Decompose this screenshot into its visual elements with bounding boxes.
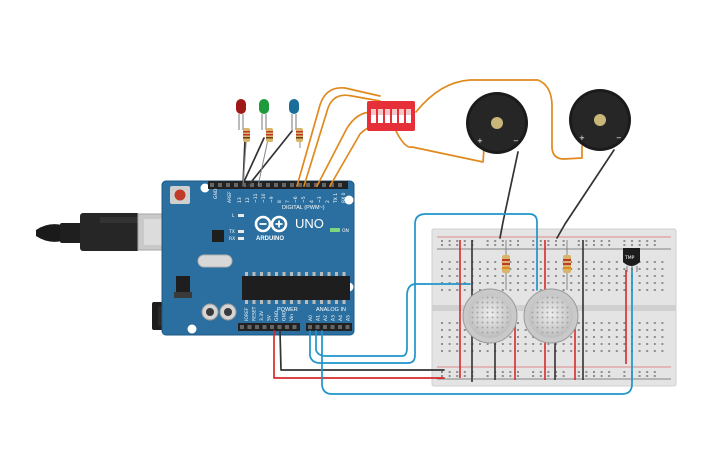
tmp-label: TMP (624, 255, 635, 261)
wire-orange-dip-1[interactable] (296, 86, 381, 187)
digital-pin-label: 12 (245, 197, 251, 203)
tx-label: TX (228, 229, 235, 235)
digital-pin-label: ~9 (269, 196, 275, 203)
wire-orange-buzzer-1[interactable] (395, 130, 485, 163)
piezo-buzzer-2[interactable]: + − (569, 89, 631, 151)
reset-button[interactable] (170, 186, 190, 204)
piezo-buzzer-1[interactable]: + − (466, 92, 528, 154)
gas-sensor-2[interactable] (523, 288, 579, 344)
wire-black-blue-led[interactable] (247, 130, 293, 187)
aref-label: AREF (227, 191, 233, 203)
svg-text:−: − (616, 134, 622, 142)
led-blue[interactable] (289, 99, 299, 130)
power-pin-label: 5V (267, 314, 273, 321)
tx-led (238, 230, 244, 233)
resistor-green-led (257, 128, 273, 187)
digital-pin-label: RX 0 (341, 192, 347, 203)
digital-label: DIGITAL (PWM~) (282, 205, 325, 211)
l-led (238, 214, 244, 217)
wire-blue-gas-2[interactable] (315, 283, 471, 357)
resistor-gas-2 (563, 240, 571, 290)
power-pin-label: Vin (289, 314, 295, 321)
wires (241, 79, 633, 395)
uno-label: UNO (295, 216, 324, 231)
wire-black-gnd[interactable] (279, 330, 445, 371)
svg-text:+: + (477, 137, 483, 145)
wire-orange-dip-3[interactable] (316, 111, 373, 187)
digital-pin-label: ~11 (253, 193, 259, 203)
svg-text:+: + (579, 134, 585, 142)
analog-in-label: ANALOG IN (316, 307, 346, 313)
wire-black-buzzer-1[interactable] (499, 151, 519, 239)
digital-pin-label: 8 (277, 200, 283, 203)
wire-orange-buzzer-2[interactable] (415, 79, 583, 160)
voltage-regulator (176, 276, 190, 296)
power-label: POWER (277, 307, 298, 313)
arduino-brand-label: ARDUINO (256, 236, 284, 242)
rx-label: RX (229, 236, 235, 242)
temperature-sensor[interactable]: TMP (623, 248, 640, 272)
power-pin-label: IOREF (244, 307, 250, 321)
wire-black-green-led[interactable] (241, 137, 265, 187)
digital-pin-holes (210, 183, 342, 187)
on-led (330, 228, 340, 232)
analog-pin-label: A1 (316, 315, 322, 321)
digital-pin-label: ~6 (293, 196, 299, 203)
wire-red-5v[interactable] (273, 330, 445, 379)
analog-pin-label: A0 (308, 315, 314, 321)
power-header (238, 323, 300, 331)
digital-pin-label: 4 (309, 200, 315, 203)
power-pin-label: 3.3V (259, 310, 265, 321)
resistor-blue-led (296, 128, 303, 148)
usb-cable (36, 213, 169, 251)
dip-switch[interactable] (367, 101, 415, 131)
power-pin-label: RESET (252, 306, 258, 321)
analog-header (306, 323, 352, 331)
capacitors (201, 303, 237, 321)
resistor-red-led (242, 128, 250, 187)
analog-pin-label: A5 (346, 315, 352, 321)
analog-pin-label: A4 (338, 315, 344, 321)
analog-pin-label: A3 (331, 315, 337, 321)
wire-orange-dip-4[interactable] (329, 125, 377, 187)
digital-pin-label: ~5 (301, 196, 307, 203)
analog-pin-label: A2 (323, 315, 329, 321)
led-red[interactable] (236, 99, 246, 130)
digital-pin-label: 7 (285, 200, 291, 203)
l-label: L (232, 213, 235, 219)
crystal-oscillator (197, 254, 233, 268)
digital-pin-label: 2 (325, 200, 331, 203)
rx-led (238, 237, 244, 240)
digital-pin-label: ~10 (261, 193, 267, 203)
power-pin-label: GND (274, 310, 280, 321)
wire-blue-gas-1[interactable] (309, 213, 538, 364)
on-label: ON (342, 228, 349, 234)
usb-chip (212, 230, 224, 242)
wire-black-buzzer-2[interactable] (556, 149, 615, 239)
digital-pin-label: 13 (237, 197, 243, 203)
power-pin-label: GND (282, 310, 288, 321)
gas-sensor-1[interactable] (462, 288, 518, 344)
led-green[interactable] (259, 99, 269, 130)
digital-pin-label: TX 1 (333, 193, 339, 204)
arduino-infinity-logo (254, 215, 288, 233)
resistor-gas-1 (502, 240, 510, 290)
wire-orange-dip-2[interactable] (303, 94, 381, 187)
wire-blue-tmp[interactable] (321, 267, 633, 395)
digital-pin-label: ~3 (317, 196, 323, 203)
svg-text:−: − (513, 137, 519, 145)
gnd-label: GND (213, 188, 219, 199)
atmega-chip (242, 272, 350, 304)
